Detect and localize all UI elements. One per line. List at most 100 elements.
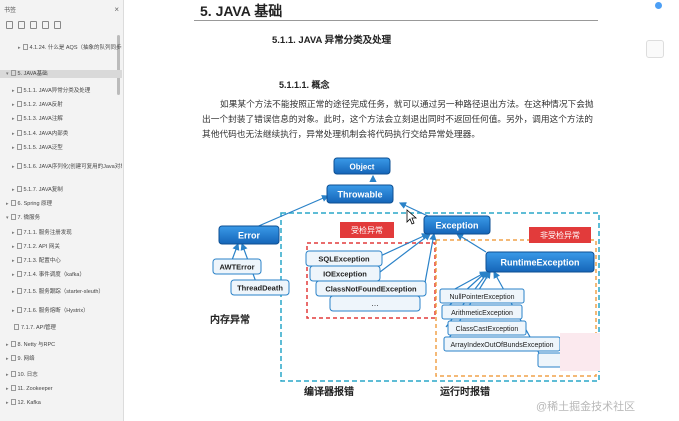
expand-toggle-icon[interactable]: ▸: [12, 258, 15, 264]
sidebar-item-label: 5.1.1. JAVA异常分类及处理: [23, 88, 91, 94]
sidebar-item-label: 10. 日志: [17, 372, 38, 378]
expand-toggle-icon[interactable]: ▸: [6, 372, 9, 378]
heading-rule: [194, 20, 598, 21]
node-throwable: [326, 184, 394, 204]
node-arithmetic-label: ArithmeticException: [451, 310, 513, 317]
floating-tool-button[interactable]: [646, 40, 664, 58]
node-classnotfound-label: ClassNotFoundException: [325, 285, 417, 294]
sidebar-item[interactable]: ▸8. Netty 与RPC: [0, 341, 122, 349]
sidebar-item[interactable]: ▸7.1.3. 配置中心: [0, 257, 122, 265]
node-classcast-label: ClassCastException: [456, 326, 519, 333]
expand-toggle-icon[interactable]: ▸: [12, 244, 15, 250]
sidebar-item[interactable]: ▾5. JAVA基础: [0, 70, 122, 78]
sidebar-item[interactable]: ▸ 6. Spring 原理: [0, 200, 122, 208]
expand-toggle-icon[interactable]: ▸: [6, 356, 9, 362]
expand-toggle-icon[interactable]: ▸: [12, 131, 15, 137]
sidebar-item-label: 5.1.5. JAVA泛型: [23, 145, 63, 151]
node-runtimeexception: [485, 251, 595, 273]
page-icon[interactable]: [30, 21, 37, 29]
sidebar-item-label: 6. Spring 原理: [17, 201, 53, 207]
sidebar-item-label: 5.1.6. JAVA序列化(创建可复用的Java对象): [23, 164, 122, 170]
redacted-patch: [560, 333, 600, 371]
sidebar-item[interactable]: ▸4.1.24. 什么是 AQS（抽象的队列同步器）: [0, 44, 122, 52]
sidebar-item[interactable]: ▸ 7.1.1. 服务注册发现: [0, 229, 122, 237]
expand-toggle-icon[interactable]: ▸: [12, 272, 15, 278]
expand-toggle-icon[interactable]: ▾: [6, 71, 9, 77]
expand-toggle-icon[interactable]: ▸: [12, 289, 15, 295]
expand-toggle-icon[interactable]: ▸: [12, 164, 15, 170]
expand-toggle-icon[interactable]: ▸: [6, 201, 9, 207]
expand-toggle-icon[interactable]: ▸: [12, 308, 15, 314]
sidebar-title: 书签: [4, 7, 17, 14]
sidebar-item[interactable]: ▸11. Zookeeper: [0, 385, 122, 393]
sidebar-item-label: 7.1.7. API管理: [21, 325, 56, 331]
sidebar-item[interactable]: 7.1.7. API管理: [0, 324, 122, 332]
node-awterror: [212, 258, 262, 275]
node-checked-more: [329, 295, 421, 312]
sidebar-item[interactable]: ▸5.1.7. JAVA复制: [0, 186, 122, 194]
options-icon[interactable]: [54, 21, 61, 29]
watermark: @稀土掘金技术社区: [536, 401, 636, 413]
expand-toggle-icon[interactable]: ▾: [6, 215, 9, 221]
sidebar-item[interactable]: ▸ 5.1.4. JAVA内部类: [0, 130, 122, 138]
node-checked-more-label: …: [371, 299, 379, 308]
page-bookmark-icon: [16, 307, 22, 313]
tag-unchecked: [529, 227, 591, 243]
caption-runtime: 运行时报错: [440, 385, 490, 398]
page-bookmark-icon: [16, 288, 22, 294]
sidebar-item[interactable]: ▸ 5.1.1. JAVA异常分类及处理: [0, 87, 122, 95]
node-ioexception-label: IOException: [323, 270, 367, 279]
expand-toggle-icon[interactable]: ▸: [12, 145, 15, 151]
node-exception-label: Exception: [435, 221, 478, 231]
node-awterror-label: AWTError: [219, 263, 254, 272]
sidebar-item[interactable]: ▸7.1.5. 服务跟踪（starter-sleuth）: [0, 288, 122, 296]
checked-group-frame: [306, 242, 436, 319]
expand-toggle-icon[interactable]: ▸: [12, 116, 15, 122]
sidebar-item[interactable]: ▸7.1.4. 事件调度（kafka）: [0, 271, 122, 279]
bookmark-icon[interactable]: [6, 21, 13, 29]
expand-toggle-icon[interactable]: ▸: [12, 88, 15, 94]
close-icon[interactable]: ×: [114, 4, 119, 14]
sidebar-item[interactable]: ▸ 5.1.5. JAVA泛型: [0, 144, 122, 152]
sidebar-item-label: 7.1.1. 服务注册发现: [23, 230, 72, 236]
expand-toggle-icon[interactable]: ▸: [6, 386, 9, 392]
concept-paragraph: 如果某个方法不能按照正常的途径完成任务，就可以通过另一种路径退出方法。在这种情况…: [202, 99, 594, 139]
tag-unchecked-label: 非受检异常: [540, 230, 580, 240]
sidebar-item[interactable]: ▸9. 网络: [0, 355, 122, 363]
node-object-label: Object: [350, 163, 375, 172]
sidebar-item[interactable]: ▸ 10. 日志: [0, 371, 122, 379]
expand-toggle-icon[interactable]: ▸: [12, 102, 15, 108]
sidebar-item-label: 5.1.3. JAVA注解: [23, 116, 63, 122]
sidebar-toolbar: [0, 15, 123, 33]
page-bookmark-icon: [10, 214, 16, 220]
page-bookmark-icon: [16, 186, 22, 192]
mouse-cursor-icon: [406, 209, 418, 225]
sidebar-item-label: 5.1.4. JAVA内部类: [23, 131, 69, 137]
expand-toggle-icon[interactable]: ▸: [12, 230, 15, 236]
expand-toggle-icon[interactable]: ▸: [6, 342, 9, 348]
node-error: [218, 225, 280, 245]
caption-memory: 内存异常: [210, 313, 250, 326]
sidebar-item[interactable]: ▸5.1.2. JAVA反射: [0, 101, 122, 109]
expand-toggle-icon[interactable]: ▸: [12, 187, 15, 193]
sidebar-item-label: 7.1.2. API 网关: [23, 244, 60, 250]
outline-icon[interactable]: [18, 21, 25, 29]
sidebar-item-label: 7. 微服务: [17, 215, 41, 221]
expand-toggle-icon[interactable]: ▸: [6, 400, 9, 406]
sidebar-item[interactable]: ▸7.1.6. 服务熔断（Hystrix）: [0, 307, 122, 315]
page-bookmark-icon: [10, 200, 16, 206]
page-bookmark-icon: [16, 229, 22, 235]
sidebar-item[interactable]: ▾ 7. 微服务: [0, 214, 122, 222]
add-bookmark-icon[interactable]: [42, 21, 49, 29]
sidebar-item[interactable]: ▸12. Kafka: [0, 399, 122, 407]
tag-checked: [340, 222, 394, 238]
sidebar-item[interactable]: ▸ 5.1.6. JAVA序列化(创建可复用的Java对象): [0, 163, 122, 171]
node-runtimeexception-label: RuntimeException: [500, 258, 579, 268]
page-bookmark-icon: [16, 115, 22, 121]
sidebar-scrollbar[interactable]: [117, 35, 120, 95]
bookmark-sidebar: 书签 × ▸4.1.24. 什么是 AQS（抽象的队列同步器） ▾5. JAVA基…: [0, 0, 124, 421]
sidebar-item[interactable]: ▸ 7.1.2. API 网关: [0, 243, 122, 251]
expand-toggle-icon[interactable]: ▸: [18, 45, 21, 51]
sidebar-item[interactable]: ▸ 5.1.3. JAVA注解: [0, 115, 122, 123]
page-bookmark-icon: [10, 399, 16, 405]
